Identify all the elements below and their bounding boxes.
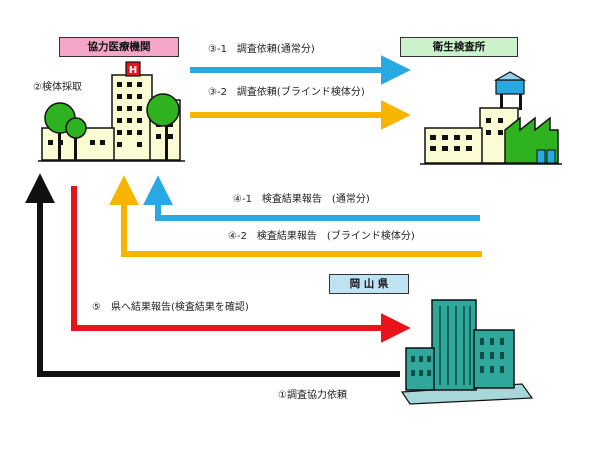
svg-text:H: H [129,65,137,76]
step-request-blind-label: ③-2 調査依頼(ブラインド検体分) [208,87,365,98]
arrow-report-blind [109,175,482,257]
arrow-report-normal [143,175,480,221]
step-report-blind-label: ④-2 検査結果報告 (ブラインド検体分) [228,231,415,242]
step-report-prefecture-label: ⑤ 県へ結果報告(検査結果を確認) [92,302,249,313]
lab-building-icon [420,71,562,165]
lab-label: 衛生検査所 [400,37,518,57]
step-request-normal-label: ③-1 調査依頼(通常分) [208,44,315,55]
prefecture-building-icon [400,299,534,405]
step-sampling-label: ②検体採取 [33,82,82,93]
hospital-icon: H [38,61,185,162]
arrow-cooperation-request [25,173,400,377]
arrow-report-prefecture [71,186,411,343]
hospital-label: 協力医療機関 [59,37,179,57]
prefecture-label: 岡 山 県 [329,274,409,294]
step-report-normal-label: ④-1 検査結果報告 (通常分) [233,194,370,205]
step-cooperation-request-label: ①調査協力依頼 [278,390,347,401]
